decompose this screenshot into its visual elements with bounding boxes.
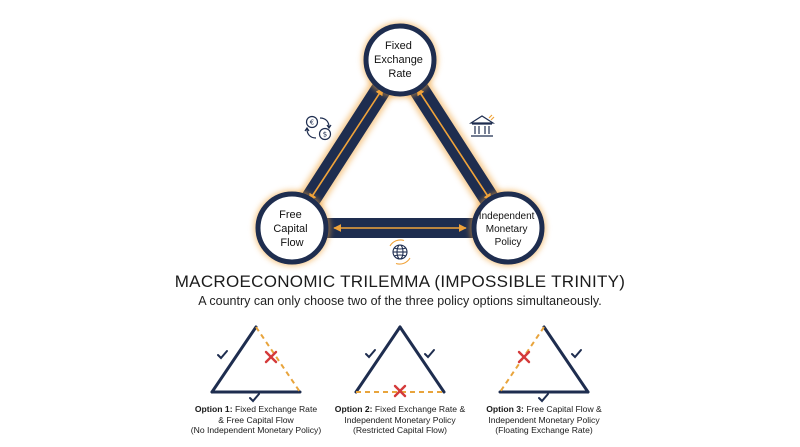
node-fixed-exchange-rate: Fixed Exchange Rate bbox=[362, 22, 438, 98]
svg-text:$: $ bbox=[323, 131, 327, 139]
check-icon bbox=[571, 349, 582, 359]
option-1-diagram bbox=[210, 325, 302, 403]
svg-text:€: € bbox=[310, 119, 314, 127]
node-right-line-2: Monetary bbox=[486, 224, 528, 235]
option-1-line-3: (No Independent Monetary Policy) bbox=[190, 425, 322, 435]
option-3-line-1: Free Capital Flow & bbox=[526, 404, 602, 414]
option-2-caption: Option 2: Fixed Exchange Rate & Independ… bbox=[300, 404, 500, 436]
option-2-line-3: (Restricted Capital Flow) bbox=[352, 425, 448, 435]
node-right-line-1: Independent bbox=[479, 211, 535, 222]
node-top-line-2: Exchange bbox=[374, 54, 423, 66]
svg-text:Fixed Exchange Rat: Fixed Exchange Rate bbox=[374, 40, 426, 80]
node-top-line-3: Rate bbox=[388, 68, 411, 80]
option-3-line-3: (Floating Exchange Rate) bbox=[495, 425, 593, 435]
option-1-label: Option 1: bbox=[194, 404, 233, 414]
option-2-label: Option 2: bbox=[334, 404, 373, 414]
page-subtitle: A country can only choose two of the thr… bbox=[198, 294, 602, 308]
node-left-line-3: Flow bbox=[280, 237, 303, 249]
option-3-caption: Option 3: Free Capital Flow & Independen… bbox=[444, 404, 644, 436]
option-2-line-1: Fixed Exchange Rate & bbox=[374, 404, 466, 414]
svg-text:Free Capital Flow: Free Capital Flow bbox=[273, 209, 310, 249]
option-1-caption: Option 1: Fixed Exchange Rate & Free Cap… bbox=[156, 404, 356, 436]
node-free-capital-flow: Free Capital Flow bbox=[254, 190, 330, 266]
currency-exchange-icon: € $ bbox=[304, 115, 332, 141]
node-right-line-3: Policy bbox=[495, 237, 522, 248]
page-title: MACROECONOMIC TRILEMMA (IMPOSSIBLE TRINI… bbox=[174, 272, 626, 291]
cross-icon bbox=[393, 384, 407, 398]
check-icon bbox=[217, 350, 228, 360]
check-icon bbox=[424, 349, 435, 359]
option-2-diagram bbox=[354, 325, 446, 398]
globe-icon bbox=[389, 239, 411, 265]
option-3-line-2: Independent Monetary Policy bbox=[488, 414, 600, 425]
bank-icon bbox=[468, 114, 496, 137]
check-icon bbox=[538, 393, 549, 403]
cross-icon bbox=[517, 350, 531, 364]
node-left-line-1: Free bbox=[279, 209, 302, 221]
option-3-diagram bbox=[498, 325, 590, 403]
cross-icon bbox=[264, 350, 278, 364]
check-icon bbox=[249, 393, 260, 403]
node-top-line-1: Fixed bbox=[385, 40, 412, 52]
option-1-line-1: Fixed Exchange Rate bbox=[234, 404, 318, 414]
check-icon bbox=[365, 349, 376, 359]
option-2-line-2: Independent Monetary Policy bbox=[344, 414, 456, 425]
node-independent-monetary-policy: Independent Monetary Policy bbox=[470, 190, 546, 266]
option-3-label: Option 3: bbox=[486, 404, 524, 414]
svg-text:Independent Monetary: Independent Monetary Policy bbox=[479, 211, 537, 248]
option-1-line-2: & Free Capital Flow bbox=[218, 414, 294, 425]
node-left-line-2: Capital bbox=[273, 223, 307, 235]
